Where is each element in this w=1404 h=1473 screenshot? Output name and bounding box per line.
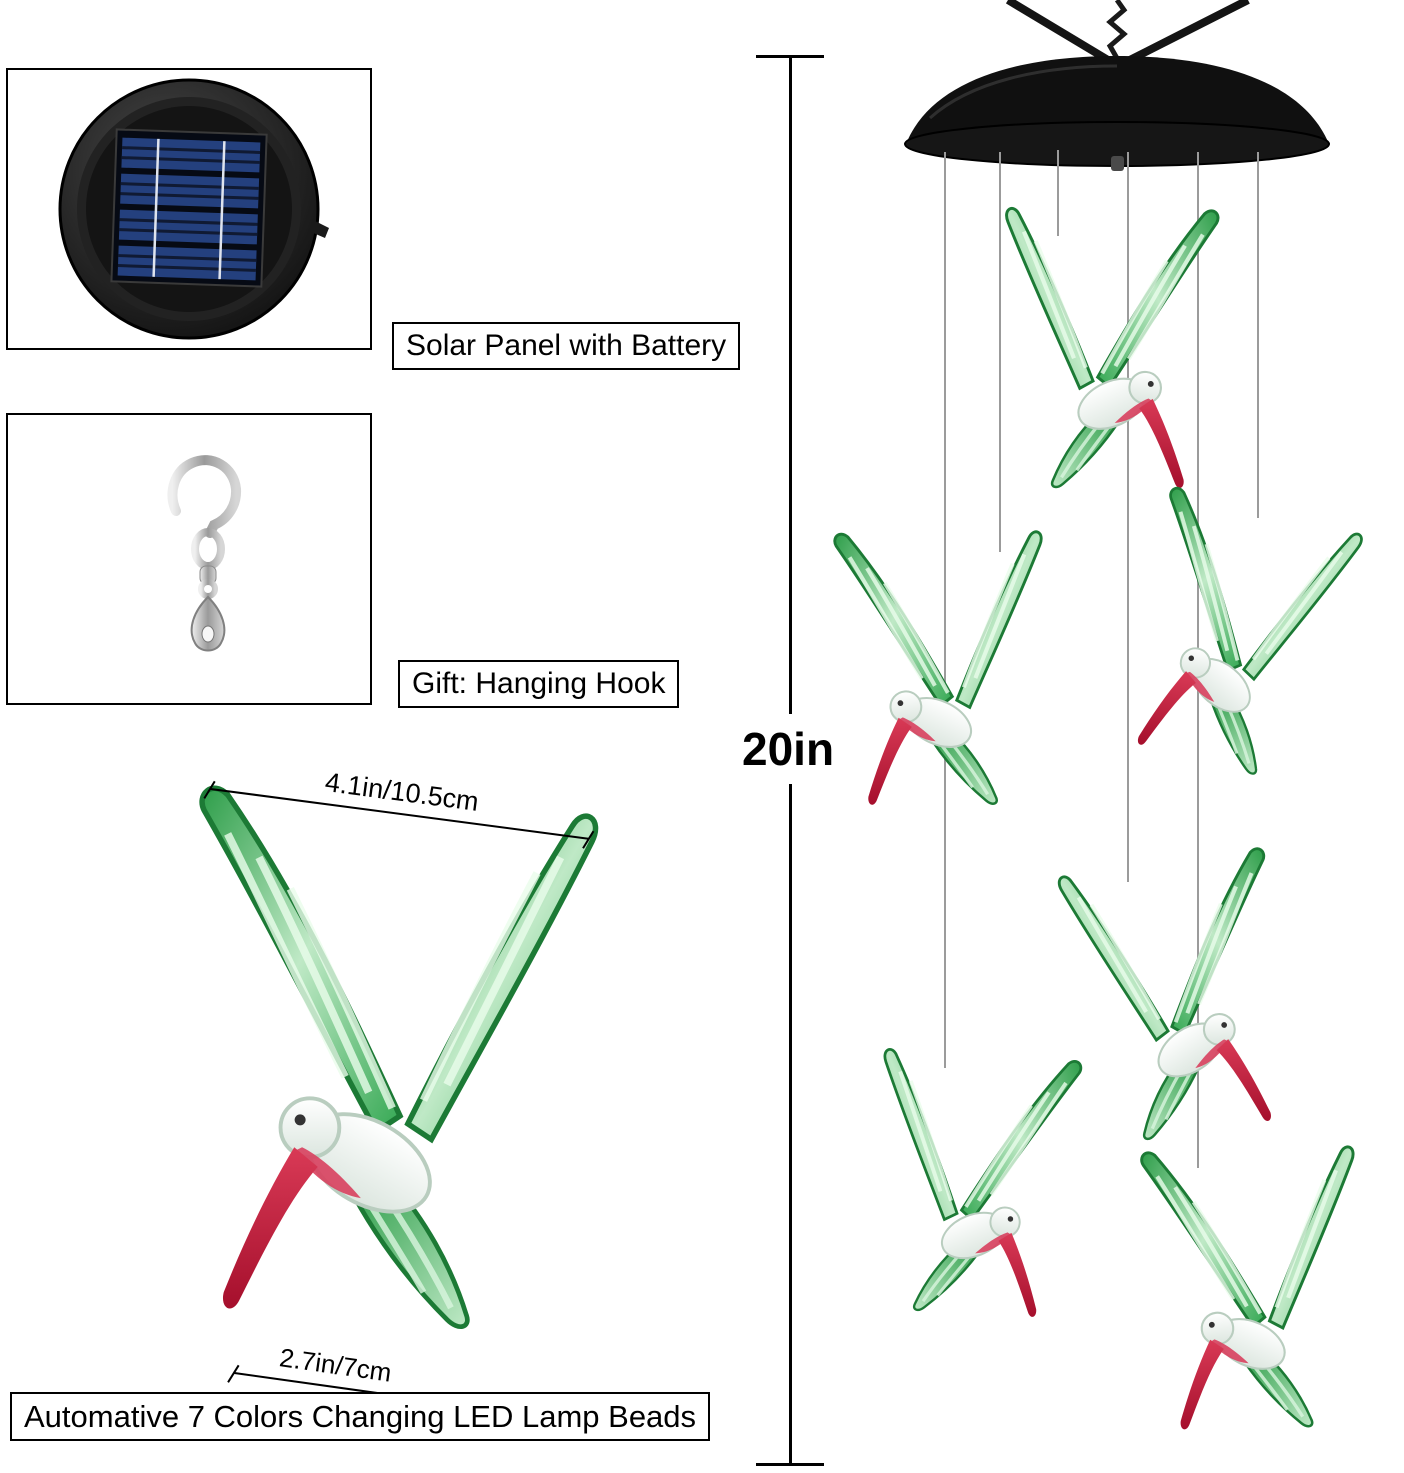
solar-cap-top	[904, 56, 1330, 171]
wind-chime-image	[728, 0, 1404, 1473]
hummingbird-ornament	[848, 1033, 1084, 1330]
hummingbird-ornament	[834, 517, 1064, 816]
hook-image	[167, 455, 242, 652]
mount-clip	[311, 220, 329, 238]
hummingbird-ornament	[1141, 1131, 1381, 1440]
solar-panel-label: Solar Panel with Battery	[392, 322, 741, 370]
height-label: 20in	[736, 714, 841, 784]
solar-cell	[110, 128, 268, 288]
hook-photo-box	[6, 413, 372, 705]
height-tick-bottom	[756, 1463, 824, 1466]
height-tick-top	[756, 55, 824, 58]
hummingbird-large-image	[165, 745, 635, 1385]
solar-panel-photo-box	[6, 68, 372, 350]
hummingbird-ornament	[983, 193, 1218, 499]
hook-label: Gift: Hanging Hook	[398, 660, 680, 708]
hanging-cord	[1005, 0, 1250, 70]
hummingbird-ornament	[1058, 848, 1283, 1143]
led-beads-label: Automative 7 Colors Changing LED Lamp Be…	[10, 1392, 711, 1442]
hummingbird-ornament	[1123, 485, 1367, 788]
string-hub	[1111, 156, 1124, 171]
solar-panel-image	[58, 78, 329, 340]
